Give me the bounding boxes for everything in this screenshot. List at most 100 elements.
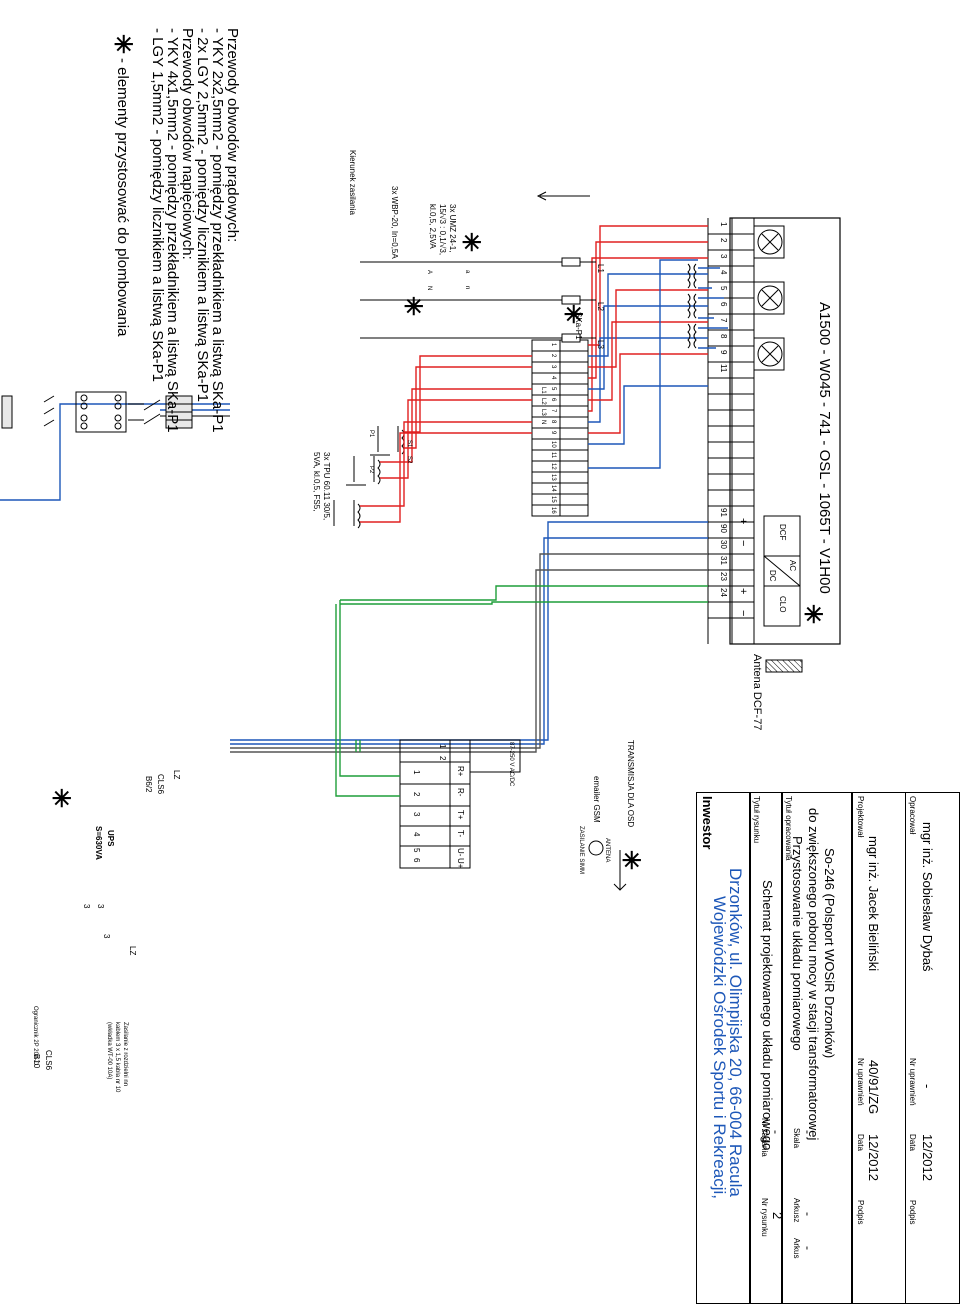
strip-number-12: 12 (550, 463, 556, 470)
strip-number-4: 4 (550, 376, 556, 380)
note-current-header: Przewody obwodów prądowych: (224, 28, 241, 243)
meter-terminal-5: 5 (719, 286, 728, 291)
note-current-1: - YKY 2x2,5mm2 - pomiędzy przekładnikiem… (209, 28, 226, 433)
meter-terminal-9: 9 (719, 350, 728, 355)
note-voltage-header: Przewody obwodów napięciowych: (179, 28, 196, 260)
seal-star-icon: ✳ (109, 34, 136, 55)
strip-number-1: 1 (550, 343, 556, 347)
ups-power: S=630VA (94, 826, 103, 860)
meter-terminal-3: 3 (719, 254, 728, 259)
date-2: 12/2012 (920, 1134, 935, 1181)
dcf-plus-sign: + (737, 518, 749, 525)
antenna-dcf-symbol (765, 659, 803, 673)
licence-2: - (920, 1084, 935, 1089)
note-voltage-2: - LGY 1,5mm2 - pomiędzy licznikiem a lis… (149, 28, 166, 383)
wire-count-2: 3 (96, 904, 105, 909)
meter-terminal-1: 1 (719, 222, 728, 227)
meter-frame (729, 217, 841, 645)
task-no-label: Nr zadania (760, 1118, 769, 1157)
breaker-b6 (128, 395, 193, 429)
supply-direction: Kierunek zasilania (348, 150, 357, 215)
busbar-lines (360, 191, 596, 339)
strip-number-13: 13 (550, 474, 556, 481)
meter-terminal-23: 23 (719, 572, 728, 581)
note-current-2: - 2x LGY 2,5mm2 - pomiędzy licznikiem a … (194, 28, 211, 403)
terminal-strip (531, 339, 589, 517)
drawn-label: Opracował (908, 796, 917, 835)
dcf-clo-modules (763, 515, 801, 627)
sheets: - (801, 1246, 815, 1250)
strip-number-8: 8 (550, 420, 556, 424)
signature-label-2: Podpis (908, 1200, 917, 1225)
wire-count-1: 3 (82, 904, 91, 909)
supply-note-2: kablem 3 x 1,5 kabla nr 10 (114, 1022, 120, 1093)
supply-note-3: (wkładka WT-00 10A) (106, 1022, 112, 1080)
meter-terminal-90: 90 (719, 524, 728, 533)
note-seal: - elementy przystosować do plombowania (114, 58, 131, 337)
sheet: - (801, 1212, 815, 1216)
meter-terminal-11: 11 (719, 364, 728, 373)
ups-box (75, 391, 127, 433)
licence-label-2: Nr uprawnień (908, 1058, 917, 1106)
breaker-1-type: B6/2 (144, 776, 153, 793)
breaker-2-type: B10 (32, 1054, 41, 1069)
vt-fuses: 3x WBP-20, In=0,5A (390, 186, 399, 259)
drawing-no: 2 (770, 1212, 785, 1220)
ct-label-p2: P2 (368, 466, 374, 474)
meter-element-circles (754, 225, 785, 371)
seal-star-icon-breaker: ✳ (47, 788, 74, 809)
modem-data-terminal-1: 1 (412, 770, 421, 775)
strip-number-5: 5 (550, 387, 556, 391)
meter-terminal-4: 4 (719, 270, 728, 275)
vt-spec-3: kl.0,5, 2,5VA (428, 204, 437, 249)
modem-data-terminal-4: 4 (412, 832, 421, 837)
modem-power-label: 87-250 V AC/DC (508, 742, 514, 787)
meter-terminal-91: 91 (719, 508, 728, 517)
study-title-3: So-246 (Polsport WOSiR Drzonków) (822, 848, 837, 1059)
antenna-label: Antena DCF-77 (751, 654, 763, 731)
drawing-no-label: Nr rysunku (760, 1198, 769, 1237)
ct-label-s1: S1 (406, 440, 412, 448)
vt-spec-1: 3x UMZ 24-1, (448, 204, 457, 253)
task-no: - (769, 1130, 783, 1134)
seal-star-icon-strip: ✳ (559, 304, 586, 325)
signature-label-1: Podpis (856, 1200, 865, 1225)
vt-label-a: A (426, 270, 432, 275)
study-title-1: Przystosowanie układu pomiarowego (790, 836, 805, 1051)
study-title-2: do zwiększonego poboru mocy w stacji tra… (806, 808, 821, 1141)
ct-spec-1: 3x TPU 60.11 30/5, (322, 452, 331, 521)
date-1: 12/2012 (866, 1134, 881, 1181)
licence-label-1: Nr uprawnień (856, 1058, 865, 1106)
drawing-title: Schemat projektowanego układu pomiaroweg… (760, 880, 775, 1151)
clo-minus-sign: − (737, 610, 749, 617)
clo-plus-sign: + (737, 588, 749, 595)
sheet-label: Arkusz (792, 1198, 801, 1223)
strip-number-15: 15 (550, 496, 556, 503)
transmission-box (399, 739, 627, 891)
ct-label-s2: S2 (406, 456, 412, 464)
designer: mgr inż. Jacek Bieliński (866, 836, 881, 972)
date-label-1: Data (856, 1134, 865, 1151)
strip-number-9: 9 (550, 431, 556, 435)
line-label-l2: L2 (596, 302, 605, 311)
aux-wiring (230, 521, 708, 753)
designed-label: Projektował (856, 796, 865, 838)
strip-phase-l1: L1 (540, 387, 546, 394)
lz-label-1: LZ (172, 770, 181, 780)
modem-data-terminal-2: 2 (412, 792, 421, 797)
comm-wiring (335, 600, 400, 797)
strip-number-3: 3 (550, 365, 556, 369)
dc-label: DC (768, 570, 777, 582)
seal-star-icon-modem: ✳ (617, 850, 644, 871)
breaker-2-name: CLS6 (44, 1050, 53, 1071)
strip-phase-l2: L2 (540, 398, 546, 405)
modem-supply-label: ZASILANIE SIMM (578, 826, 584, 875)
voltage-transformers (687, 263, 697, 349)
meter-terminal-24: 24 (719, 588, 728, 597)
strip-number-7: 7 (550, 409, 556, 413)
breaker-1-name: CLS6 (156, 774, 165, 795)
meter-terminal-31: 31 (719, 556, 728, 565)
strip-number-14: 14 (550, 485, 556, 492)
strip-number-11: 11 (550, 452, 556, 459)
strip-number-10: 10 (550, 441, 556, 448)
